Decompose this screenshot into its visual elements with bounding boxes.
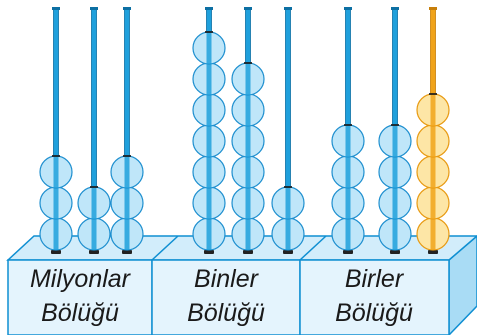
- rod-foot: [343, 250, 353, 254]
- bead: [110, 155, 144, 189]
- top-divider-1: [151, 235, 179, 261]
- bead: [231, 124, 265, 158]
- rod-ones-3: [416, 7, 450, 254]
- bead: [378, 124, 412, 158]
- bead: [331, 124, 365, 158]
- bead: [271, 217, 305, 251]
- section-ones-line1: Birler: [345, 265, 405, 293]
- bead: [110, 186, 144, 220]
- rod-thousands-2: [231, 7, 265, 254]
- rod-foot: [390, 250, 400, 254]
- bead: [77, 186, 111, 220]
- bead: [231, 93, 265, 127]
- section-millions-line1: Milyonlar: [30, 265, 132, 293]
- top-divider-2: [299, 235, 327, 261]
- bead: [416, 186, 450, 220]
- rod-ones-2: [378, 7, 412, 254]
- bead: [110, 217, 144, 251]
- bead: [39, 217, 73, 251]
- bead: [192, 217, 226, 251]
- bead: [39, 186, 73, 220]
- bead: [192, 155, 226, 189]
- rod-foot: [428, 250, 438, 254]
- rod-thousands-1: [192, 7, 226, 254]
- rod-foot: [243, 250, 253, 254]
- bead: [192, 93, 226, 127]
- rod-cap: [123, 7, 131, 10]
- bead: [416, 93, 450, 127]
- bead: [192, 31, 226, 65]
- rod-foot: [122, 250, 132, 254]
- rod-foot: [89, 250, 99, 254]
- bead: [416, 124, 450, 158]
- bead: [192, 124, 226, 158]
- rod-millions-2: [77, 7, 111, 254]
- rod-cap: [391, 7, 399, 10]
- rod-millions-3: [110, 7, 144, 254]
- bead: [416, 155, 450, 189]
- rod-ones-1: [331, 7, 365, 254]
- rod-cap: [52, 7, 60, 10]
- rod-cap: [344, 7, 352, 10]
- rod-thousands-3: [271, 7, 305, 254]
- bead: [271, 186, 305, 220]
- bead: [231, 217, 265, 251]
- rod-foot: [204, 250, 214, 254]
- section-thousands-line1: Binler: [194, 265, 260, 293]
- bead: [192, 62, 226, 96]
- rod-cap: [284, 7, 292, 10]
- rod-cap: [205, 7, 213, 10]
- section-labels: Milyonlar Bölüğü Binler Bölüğü Birler Bö…: [30, 265, 413, 327]
- rod-foot: [51, 250, 61, 254]
- bead: [331, 217, 365, 251]
- rod-millions-1: [39, 7, 73, 254]
- bead: [331, 186, 365, 220]
- rod-foot: [283, 250, 293, 254]
- bead: [378, 217, 412, 251]
- section-ones-line2: Bölüğü: [335, 299, 413, 327]
- bead: [378, 155, 412, 189]
- rod-cap: [429, 7, 437, 10]
- section-thousands-line2: Bölüğü: [187, 299, 265, 327]
- section-panel-millions: [7, 259, 153, 335]
- section-panel-thousands: [151, 259, 301, 335]
- rod-cap: [90, 7, 98, 10]
- bead: [331, 155, 365, 189]
- bead: [378, 186, 412, 220]
- bead: [231, 186, 265, 220]
- bead: [39, 155, 73, 189]
- bead: [192, 186, 226, 220]
- bead: [416, 217, 450, 251]
- section-panel-ones: [299, 259, 450, 335]
- rod-cap: [244, 7, 252, 10]
- rods: [39, 7, 450, 254]
- bead: [77, 217, 111, 251]
- section-millions-line2: Bölüğü: [41, 299, 119, 327]
- bead: [231, 155, 265, 189]
- bead: [231, 62, 265, 96]
